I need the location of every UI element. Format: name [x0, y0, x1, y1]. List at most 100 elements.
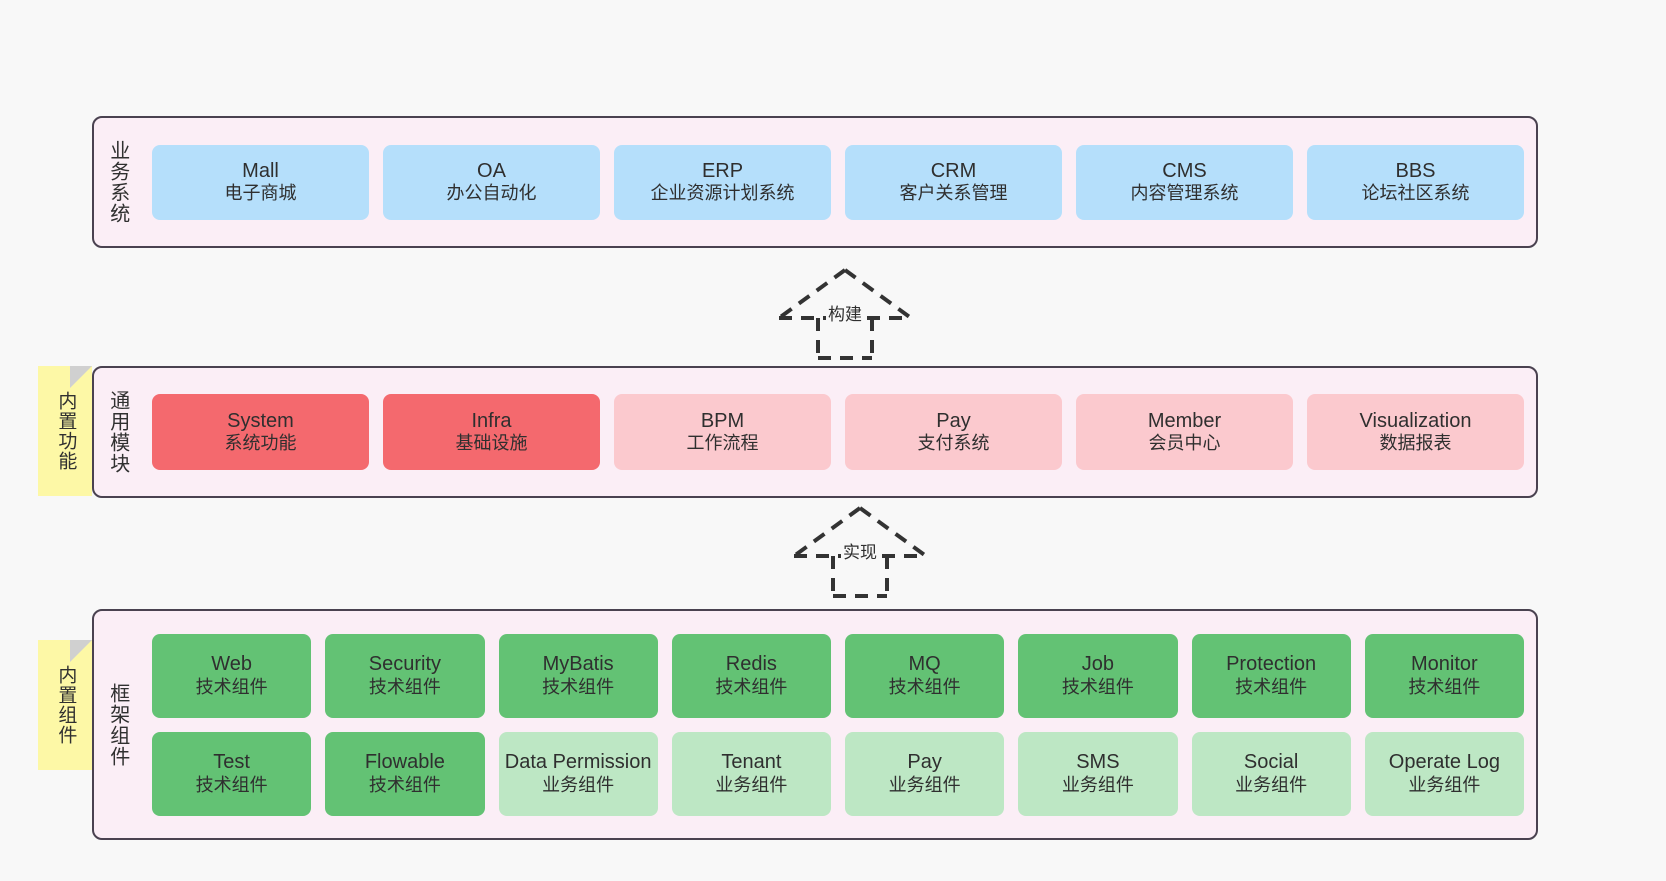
node-subtitle: 业务组件: [542, 774, 615, 795]
node-title: MQ: [908, 653, 941, 676]
node-row: Web 技术组件 Security 技术组件 MyBatis 技术组件 Redi…: [152, 633, 1524, 718]
node-infra[interactable]: Infra 基础设施: [383, 394, 600, 470]
node-subtitle: 内容管理系统: [1130, 183, 1239, 204]
node-title: Redis: [725, 653, 777, 676]
node-subtitle: 技术组件: [1061, 676, 1134, 697]
node-subtitle: 客户关系管理: [899, 183, 1008, 204]
sticky-note-label: 内置功能: [55, 391, 77, 471]
node-subtitle: 业务组件: [1235, 774, 1308, 795]
node-redis[interactable]: Redis 技术组件: [671, 633, 831, 718]
layer-panel-business-systems: 业务系统 Mall 电子商城 OA 办公自动化 ERP 企业资源计划系统 CRM…: [92, 116, 1538, 248]
node-pay-component[interactable]: Pay 业务组件: [845, 731, 1005, 816]
node-title: CMS: [1162, 159, 1207, 182]
node-title: Member: [1147, 409, 1222, 432]
layer-panel-framework-components: 框架组件 Web 技术组件 Security 技术组件 MyBatis 技术组件…: [92, 609, 1538, 840]
layer-body-framework-components: Web 技术组件 Security 技术组件 MyBatis 技术组件 Redi…: [140, 611, 1536, 838]
node-subtitle: 业务组件: [715, 774, 788, 795]
node-title: Mall: [242, 159, 279, 182]
node-flowable[interactable]: Flowable 技术组件: [325, 731, 485, 816]
node-title: Web: [211, 653, 252, 676]
layer-label-common-modules: 通用模块: [106, 390, 129, 474]
node-title: Test: [213, 751, 250, 774]
node-member[interactable]: Member 会员中心: [1076, 394, 1293, 470]
node-title: CRM: [930, 159, 977, 182]
node-mq[interactable]: MQ 技术组件: [845, 633, 1005, 718]
node-erp[interactable]: ERP 企业资源计划系统: [614, 144, 831, 220]
node-title: OA: [477, 159, 506, 182]
node-pay-module[interactable]: Pay 支付系统: [845, 394, 1062, 470]
node-title: Operate Log: [1388, 751, 1500, 774]
connector-implement: 实现: [780, 500, 940, 600]
node-subtitle: 技术组件: [542, 676, 615, 697]
node-subtitle: 业务组件: [888, 774, 961, 795]
connector-build: 构建: [765, 262, 925, 362]
layer-body-business-systems: Mall 电子商城 OA 办公自动化 ERP 企业资源计划系统 CRM 客户关系…: [140, 118, 1536, 246]
node-operate-log[interactable]: Operate Log 业务组件: [1364, 731, 1524, 816]
node-title: Security: [368, 653, 441, 676]
node-system[interactable]: System 系统功能: [152, 394, 369, 470]
node-subtitle: 技术组件: [715, 676, 788, 697]
node-job[interactable]: Job 技术组件: [1018, 633, 1178, 718]
node-subtitle: 会员中心: [1148, 433, 1221, 454]
node-security[interactable]: Security 技术组件: [325, 633, 485, 718]
node-subtitle: 技术组件: [1408, 676, 1481, 697]
node-title: ERP: [701, 159, 744, 182]
node-tenant[interactable]: Tenant 业务组件: [671, 731, 831, 816]
node-title: Pay: [907, 751, 942, 774]
node-subtitle: 技术组件: [888, 676, 961, 697]
node-mall[interactable]: Mall 电子商城: [152, 144, 369, 220]
node-monitor[interactable]: Monitor 技术组件: [1364, 633, 1524, 718]
node-social[interactable]: Social 业务组件: [1191, 731, 1351, 816]
node-mybatis[interactable]: MyBatis 技术组件: [498, 633, 658, 718]
node-title: Data Permission: [504, 751, 652, 774]
node-title: BBS: [1395, 159, 1436, 182]
node-subtitle: 论坛社区系统: [1361, 183, 1470, 204]
node-title: Monitor: [1411, 653, 1478, 676]
node-cms[interactable]: CMS 内容管理系统: [1076, 144, 1293, 220]
node-title: System: [227, 409, 294, 432]
node-subtitle: 支付系统: [917, 433, 990, 454]
node-subtitle: 业务组件: [1408, 774, 1481, 795]
node-title: Protection: [1226, 653, 1317, 676]
node-title: Infra: [471, 409, 512, 432]
node-sms[interactable]: SMS 业务组件: [1018, 731, 1178, 816]
node-subtitle: 技术组件: [1235, 676, 1308, 697]
sticky-note-builtin-features: 内置功能: [38, 366, 92, 496]
node-bbs[interactable]: BBS 论坛社区系统: [1307, 144, 1524, 220]
node-subtitle: 技术组件: [368, 774, 441, 795]
node-oa[interactable]: OA 办公自动化: [383, 144, 600, 220]
layer-panel-common-modules: 通用模块 System 系统功能 Infra 基础设施 BPM 工作流程 Pay…: [92, 366, 1538, 498]
node-protection[interactable]: Protection 技术组件: [1191, 633, 1351, 718]
node-title: MyBatis: [542, 653, 614, 676]
node-subtitle: 企业资源计划系统: [650, 183, 795, 204]
node-subtitle: 数据报表: [1379, 433, 1452, 454]
layer-body-common-modules: System 系统功能 Infra 基础设施 BPM 工作流程 Pay 支付系统…: [140, 368, 1536, 496]
node-row: Mall 电子商城 OA 办公自动化 ERP 企业资源计划系统 CRM 客户关系…: [152, 144, 1524, 220]
node-title: Social: [1243, 751, 1299, 774]
node-title: Job: [1081, 653, 1114, 676]
node-subtitle: 电子商城: [224, 183, 297, 204]
node-subtitle: 业务组件: [1061, 774, 1134, 795]
node-title: Flowable: [364, 751, 445, 774]
connector-label-build: 构建: [826, 300, 864, 325]
node-test[interactable]: Test 技术组件: [152, 731, 312, 816]
node-subtitle: 技术组件: [195, 676, 268, 697]
node-row: System 系统功能 Infra 基础设施 BPM 工作流程 Pay 支付系统…: [152, 394, 1524, 470]
node-web[interactable]: Web 技术组件: [152, 633, 312, 718]
node-data-permission[interactable]: Data Permission 业务组件: [498, 731, 658, 816]
node-subtitle: 办公自动化: [446, 183, 537, 204]
connector-label-implement: 实现: [841, 538, 879, 563]
node-crm[interactable]: CRM 客户关系管理: [845, 144, 1062, 220]
layer-label-business-systems: 业务系统: [106, 140, 129, 224]
node-subtitle: 工作流程: [686, 433, 759, 454]
node-visualization[interactable]: Visualization 数据报表: [1307, 394, 1524, 470]
node-title: Tenant: [721, 751, 782, 774]
node-subtitle: 技术组件: [195, 774, 268, 795]
node-title: BPM: [700, 409, 745, 432]
node-subtitle: 基础设施: [455, 433, 528, 454]
node-subtitle: 技术组件: [368, 676, 441, 697]
sticky-note-label: 内置组件: [55, 665, 77, 745]
node-title: Visualization: [1359, 409, 1472, 432]
node-bpm[interactable]: BPM 工作流程: [614, 394, 831, 470]
